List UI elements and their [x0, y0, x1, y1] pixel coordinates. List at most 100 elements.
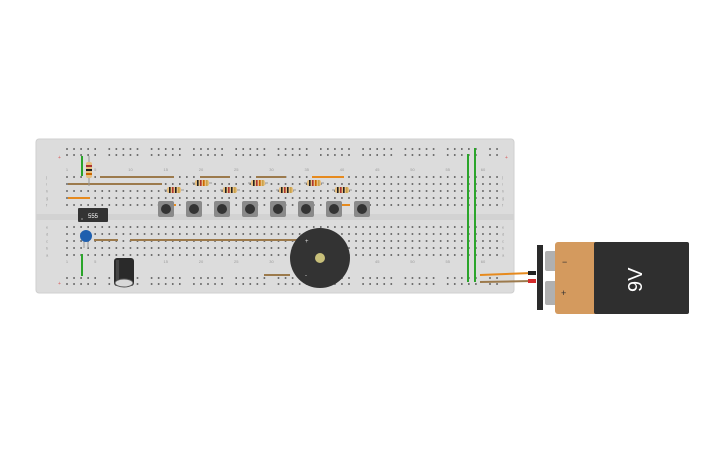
rail-hole [193, 277, 195, 279]
pushbutton-icon[interactable] [214, 201, 230, 217]
terminal-hole [101, 233, 104, 235]
terminal-hole [73, 190, 75, 192]
terminal-hole [489, 240, 491, 242]
terminal-hole [291, 204, 294, 206]
rail-hole [362, 148, 364, 150]
battery-lead-brown[interactable] [479, 280, 533, 283]
terminal-hole [66, 197, 68, 199]
pushbutton-icon[interactable] [326, 201, 342, 217]
resistor-icon[interactable] [304, 180, 324, 186]
terminal-hole [320, 197, 322, 199]
terminal-hole [228, 247, 230, 249]
terminal-hole [411, 183, 414, 185]
terminal-hole [341, 197, 343, 199]
terminal-hole [87, 190, 89, 192]
pushbutton-icon[interactable] [298, 201, 314, 217]
terminal-hole [439, 197, 442, 199]
rail-hole [235, 154, 237, 156]
terminal-hole [348, 183, 350, 185]
resistor-icon[interactable] [332, 187, 352, 193]
terminal-hole [235, 183, 237, 185]
rail-hole [214, 154, 216, 156]
column-number: 55 [445, 259, 450, 264]
terminal-hole [143, 197, 146, 199]
column-number: 25 [234, 167, 239, 172]
pushbutton-icon[interactable] [242, 201, 258, 217]
rail-hole [369, 277, 371, 279]
pushbutton-icon[interactable] [270, 201, 286, 217]
terminal-hole [446, 197, 449, 199]
terminal-hole [432, 190, 435, 192]
rail-hole [277, 154, 280, 156]
terminal-hole [143, 247, 146, 249]
terminal-hole [186, 233, 188, 235]
rail-hole [157, 154, 160, 156]
resistor-icon[interactable] [248, 180, 268, 186]
terminal-hole [496, 240, 498, 242]
terminal-hole [298, 183, 301, 185]
rail-hole [249, 277, 252, 279]
resistor-icon[interactable] [276, 187, 296, 193]
resistor-icon[interactable] [164, 187, 184, 193]
terminal-hole [425, 226, 428, 228]
rail-hole [461, 283, 463, 285]
terminal-hole [186, 254, 188, 256]
terminal-hole [66, 226, 68, 228]
terminal-hole [80, 226, 82, 228]
rail-hole [390, 148, 393, 150]
terminal-hole [418, 254, 421, 256]
terminal-hole [179, 247, 181, 249]
terminal-hole [404, 204, 407, 206]
terminal-hole [193, 197, 195, 199]
terminal-hole [66, 204, 68, 206]
terminal-hole [270, 247, 273, 249]
terminal-hole [432, 183, 435, 185]
pushbutton-icon[interactable] [158, 201, 174, 217]
rail-hole [73, 154, 75, 156]
terminal-hole [461, 197, 463, 199]
terminal-hole [73, 233, 75, 235]
row-letter: i [502, 182, 503, 187]
terminal-hole [404, 233, 407, 235]
terminal-hole [355, 233, 357, 235]
rail-hole [496, 154, 498, 156]
terminal-hole [461, 240, 463, 242]
resistor-icon[interactable] [192, 180, 212, 186]
terminal-hole [235, 176, 237, 178]
buzzer-plus-mark: + [305, 239, 309, 245]
resistor-icon[interactable] [220, 187, 240, 193]
rail-hole [475, 283, 477, 285]
resistor-vertical[interactable] [86, 156, 92, 186]
rail-hole [284, 283, 287, 285]
rail-hole [164, 154, 167, 156]
buzzer-icon[interactable]: + - [290, 228, 350, 288]
terminal-hole [242, 183, 245, 185]
terminal-hole [439, 204, 442, 206]
terminal-hole [411, 247, 414, 249]
rail-hole [94, 283, 96, 285]
pushbutton-icon[interactable] [186, 201, 202, 217]
rail-hole [411, 283, 414, 285]
terminal-hole [446, 190, 449, 192]
terminal-hole [193, 226, 195, 228]
terminal-hole [489, 254, 491, 256]
battery-9v-icon[interactable]: − + 9V [537, 242, 689, 314]
row-letter: g [46, 196, 48, 201]
capacitor-ceramic-icon[interactable] [80, 230, 92, 248]
rail-hole [171, 283, 174, 285]
ic-555[interactable]: 555 [78, 208, 108, 222]
terminal-hole [453, 233, 456, 235]
rail-hole [94, 277, 96, 279]
terminal-hole [362, 176, 364, 178]
terminal-hole [249, 183, 252, 185]
battery-minus-mark: − [562, 257, 567, 267]
pushbutton-icon[interactable] [354, 201, 370, 217]
capacitor-electrolytic-icon[interactable] [114, 258, 134, 288]
battery-lead-orange[interactable] [479, 272, 533, 276]
rail-hole [108, 283, 111, 285]
terminal-hole [164, 254, 167, 256]
terminal-hole [235, 247, 237, 249]
column-number: 10 [128, 167, 133, 172]
terminal-hole [115, 204, 118, 206]
